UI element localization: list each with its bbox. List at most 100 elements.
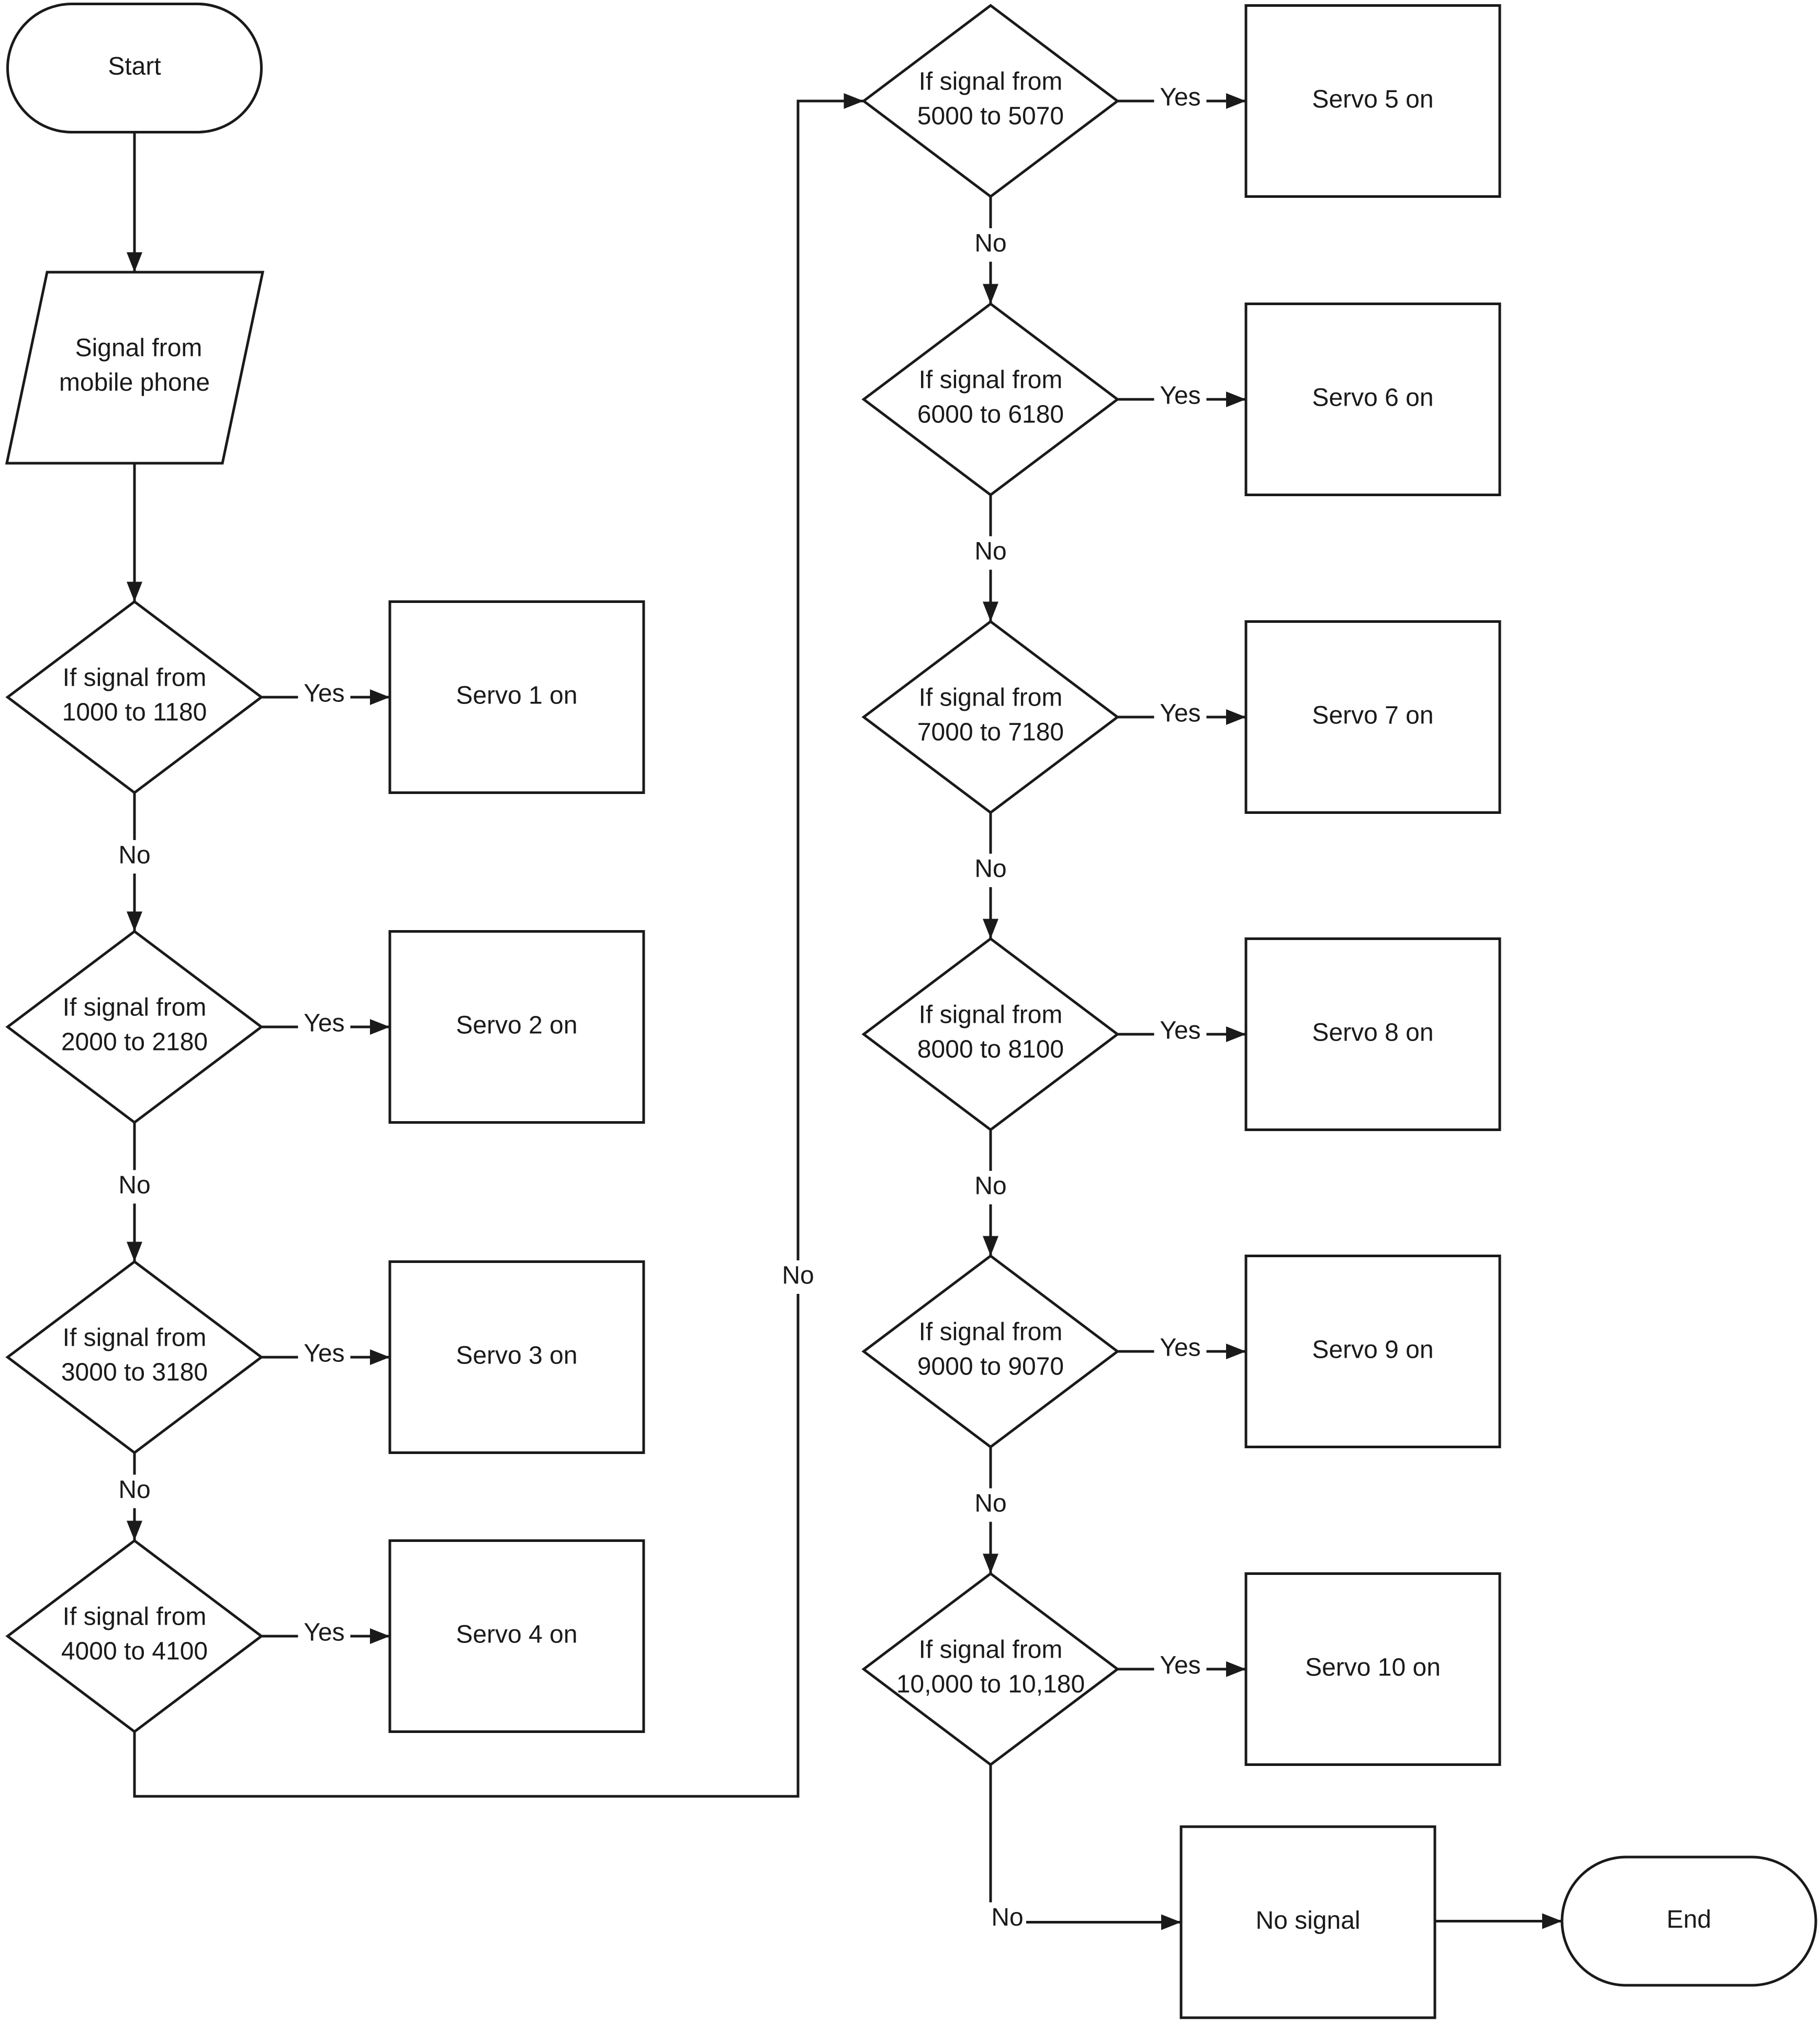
decision-6-label-line2: 6000 to 6180 — [917, 401, 1064, 429]
decision-9-label-line1: If signal from — [919, 1318, 1063, 1346]
decision-8 — [861, 937, 1120, 1132]
decision-7-label-line1: If signal from — [919, 684, 1063, 712]
edge-label-no-4-bg — [779, 1260, 817, 1294]
servo-6-label: Servo 6 on — [1312, 384, 1433, 412]
arrowhead-decision-5-no — [983, 284, 998, 304]
servo-9-label: Servo 9 on — [1312, 1336, 1433, 1364]
arrowhead-decision-7-no — [983, 919, 998, 939]
servo-2-label: Servo 2 on — [456, 1012, 577, 1039]
edge-label-yes-1-bg — [298, 678, 351, 712]
arrowhead-start-to-input — [127, 252, 142, 272]
edge-label-yes-3-bg — [298, 1338, 351, 1372]
arrowhead-decision-9-no — [983, 1553, 998, 1574]
decision-8-label-line2: 8000 to 8100 — [917, 1036, 1064, 1064]
edge-label-yes-6-bg — [1154, 381, 1207, 414]
edge-label-yes-7: Yes — [1160, 700, 1200, 728]
servo-6-box — [1244, 303, 1501, 496]
edge-label-yes-9: Yes — [1160, 1334, 1200, 1362]
edge-label-no-8: No — [974, 1172, 1006, 1200]
arrowhead-decision-1-yes — [370, 689, 390, 705]
arrowhead-input-to-decision-1 — [127, 582, 142, 602]
start-label: Start — [108, 53, 161, 81]
edge-label-no-5-bg — [972, 228, 1009, 262]
arrowhead-no-signal-to-end — [1542, 1913, 1562, 1929]
edge-label-yes-2: Yes — [304, 1010, 344, 1037]
arrowhead-decision-10-yes — [1226, 1661, 1246, 1677]
edge-label-no-8-bg — [972, 1171, 1009, 1204]
arrowhead-decision-2-no — [127, 1242, 142, 1262]
edge-label-yes-5-bg — [1154, 82, 1207, 116]
arrowhead-decision-7-yes — [1226, 709, 1246, 725]
signal-input-label-line2: mobile phone — [59, 369, 210, 397]
decision-5-label-line2: 5000 to 5070 — [917, 103, 1064, 130]
edge-label-yes-8-bg — [1154, 1015, 1207, 1049]
edge-label-yes-1: Yes — [304, 680, 344, 708]
arrowhead-decision-3-no — [127, 1520, 142, 1541]
edge-label-yes-4: Yes — [304, 1619, 344, 1647]
arrowhead-decision-5-yes — [1226, 93, 1246, 109]
edge-label-no-3: No — [118, 1476, 150, 1504]
servo-10-box — [1244, 1572, 1501, 1766]
servo-7-box — [1244, 620, 1501, 814]
edge-label-yes-8: Yes — [1160, 1017, 1200, 1045]
edge-label-yes-6: Yes — [1160, 382, 1200, 410]
decision-6 — [861, 302, 1120, 497]
servo-2-box — [388, 930, 645, 1124]
start-terminator — [6, 3, 263, 133]
servo-3-label: Servo 3 on — [456, 1342, 577, 1370]
edge-label-yes-7-bg — [1154, 698, 1207, 732]
edge-label-no-2: No — [118, 1171, 150, 1199]
decision-9-label-line2: 9000 to 9070 — [917, 1353, 1064, 1381]
edge-label-no-3-bg — [116, 1474, 153, 1508]
decision-10-label-line2: 10,000 to 10,180 — [896, 1671, 1085, 1698]
decision-10 — [861, 1572, 1120, 1766]
decision-4 — [5, 1539, 264, 1734]
no-signal-box — [1179, 1825, 1436, 2019]
decision-10-label-line1: If signal from — [919, 1636, 1063, 1664]
decision-3 — [5, 1260, 264, 1455]
edge-label-no-6: No — [974, 538, 1006, 565]
servo-7-label: Servo 7 on — [1312, 702, 1433, 730]
decision-5-label-line1: If signal from — [919, 68, 1063, 96]
arrowheads — [127, 93, 1562, 1930]
decision-2-label-line1: If signal from — [63, 994, 207, 1022]
decision-8-label-line1: If signal from — [919, 1001, 1063, 1029]
end-terminator — [1560, 1855, 1817, 1987]
servo-1-label: Servo 1 on — [456, 682, 577, 710]
servo-8-label: Servo 8 on — [1312, 1019, 1433, 1047]
decision-4-label-line2: 4000 to 4100 — [61, 1638, 208, 1665]
arrowhead-decision-1-no — [127, 911, 142, 932]
servo-1-box — [388, 600, 645, 794]
servo-3-box — [388, 1260, 645, 1454]
edge-label-no-6-bg — [972, 536, 1009, 570]
arrowhead-decision-6-yes — [1226, 392, 1246, 407]
servo-8-box — [1244, 937, 1501, 1131]
edge-label-no-5: No — [974, 230, 1006, 258]
servo-5-box — [1244, 4, 1501, 198]
servo-9-box — [1244, 1255, 1501, 1448]
edge-label-no-10: No — [991, 1904, 1023, 1931]
decision-2 — [5, 930, 264, 1124]
decision-3-label-line2: 3000 to 3180 — [61, 1359, 208, 1386]
connector-decision-10-no — [989, 1764, 1181, 1924]
edge-label-no-9-bg — [972, 1488, 1009, 1522]
arrowhead-decision-10-no — [1161, 1914, 1181, 1930]
decision-9 — [861, 1254, 1120, 1449]
edge-label-yes-9-bg — [1154, 1333, 1207, 1366]
connector-decision-4-no — [133, 99, 864, 1798]
edge-label-yes-10: Yes — [1160, 1652, 1200, 1680]
decision-5 — [861, 4, 1120, 198]
servo-4-box — [388, 1539, 645, 1733]
edge-label-no-2-bg — [116, 1170, 153, 1204]
edge-label-no-4: No — [782, 1262, 814, 1290]
decision-4-label-line1: If signal from — [63, 1603, 207, 1631]
signal-input-label-line1: Signal from — [75, 334, 203, 362]
arrowhead-decision-8-yes — [1226, 1026, 1246, 1042]
decision-6-label-line1: If signal from — [919, 366, 1063, 394]
edge-label-yes-5: Yes — [1160, 84, 1200, 111]
decision-1-label-line2: 1000 to 1180 — [62, 699, 207, 726]
decision-1-label-line1: If signal from — [63, 664, 207, 692]
edge-label-no-7-bg — [972, 854, 1009, 887]
